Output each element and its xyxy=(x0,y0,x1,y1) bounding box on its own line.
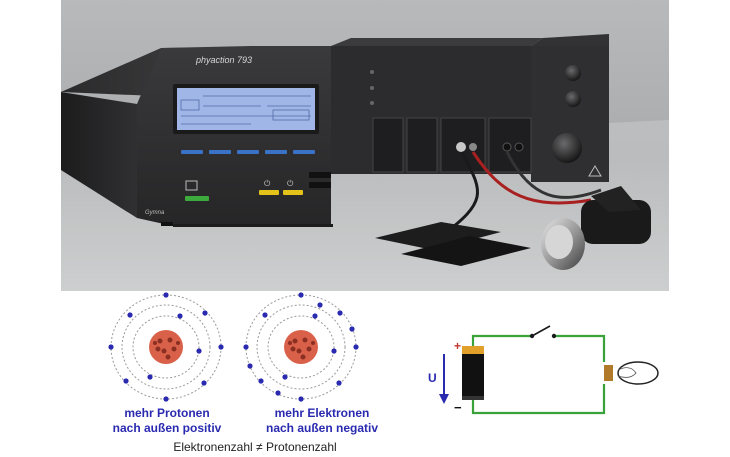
atom-left-caption: mehr Protonen nach außen positiv xyxy=(97,406,237,436)
circuit-wire xyxy=(471,334,606,415)
down-button[interactable] xyxy=(309,182,331,188)
atom-right-caption-line2: nach außen negativ xyxy=(265,421,379,435)
battery xyxy=(462,346,484,400)
soft-keys xyxy=(181,150,315,154)
lamp xyxy=(604,361,659,385)
ultrasound-applicator xyxy=(541,186,651,270)
small-knob-2[interactable] xyxy=(565,91,581,107)
circuit-diagram: + − U xyxy=(428,325,659,415)
connector-socket-3[interactable] xyxy=(502,142,512,152)
small-knob-1[interactable] xyxy=(565,65,581,81)
nucleus xyxy=(149,330,183,364)
orbit-middle xyxy=(121,304,211,390)
yellow-button-2[interactable] xyxy=(283,190,303,195)
soft-key-2[interactable] xyxy=(209,150,231,154)
brand-logo: Gymna xyxy=(145,210,165,216)
soft-key-5[interactable] xyxy=(293,150,315,154)
minus-sign: − xyxy=(454,400,462,415)
hand-icon-1: ⏻ xyxy=(264,179,271,188)
atom-right xyxy=(243,292,359,402)
connector-socket-4[interactable] xyxy=(514,142,524,152)
electrode-pad-2 xyxy=(401,236,531,266)
warning-icon xyxy=(588,165,602,177)
atom-diagrams xyxy=(108,292,359,402)
atom-right-caption-line1: mehr Elektronen xyxy=(274,406,370,420)
green-button[interactable] xyxy=(185,196,209,201)
soft-key-3[interactable] xyxy=(237,150,259,154)
comparison-caption: Elektronenzahl ≠ Protonenzahl xyxy=(173,440,337,454)
electrons xyxy=(243,292,359,402)
soft-key-1[interactable] xyxy=(181,150,203,154)
status-light-3 xyxy=(370,101,374,105)
yellow-button-1[interactable] xyxy=(259,190,279,195)
up-button[interactable] xyxy=(309,172,331,178)
electrons xyxy=(108,292,224,402)
atom-left-caption-line2: nach außen positiv xyxy=(112,421,222,435)
atom-left-caption-line1: mehr Protonen xyxy=(124,406,210,420)
atom-right-caption: mehr Elektronen nach außen negativ xyxy=(247,406,397,436)
plus-sign: + xyxy=(454,339,461,353)
connector-socket-1[interactable] xyxy=(456,142,466,152)
connector-panel xyxy=(372,117,532,173)
orbit-middle xyxy=(256,304,346,390)
device-side xyxy=(61,92,137,218)
orbit-inner xyxy=(267,315,335,379)
electrotherapy-device-photo: phyaction 793 ⏻ ⏻ Gymna xyxy=(61,0,669,291)
cable-red xyxy=(471,151,592,205)
connector-socket-2[interactable] xyxy=(469,143,477,151)
atom-left xyxy=(108,292,224,402)
soft-key-4[interactable] xyxy=(265,150,287,154)
hand-icon-2: ⏻ xyxy=(287,179,294,188)
nucleus xyxy=(284,330,318,364)
voltage-arrow xyxy=(439,354,449,404)
brand-label: phyaction 793 xyxy=(195,55,252,65)
electrode-pad-1 xyxy=(375,222,501,250)
voltage-label: U xyxy=(428,371,437,385)
switch xyxy=(529,325,557,339)
lcd-display xyxy=(177,88,315,130)
status-light-2 xyxy=(370,86,374,90)
status-light-1 xyxy=(370,70,374,74)
intensity-knob[interactable] xyxy=(552,133,582,163)
card-icon xyxy=(185,180,198,191)
orbit-inner xyxy=(132,315,200,379)
device-front-left xyxy=(137,46,331,226)
